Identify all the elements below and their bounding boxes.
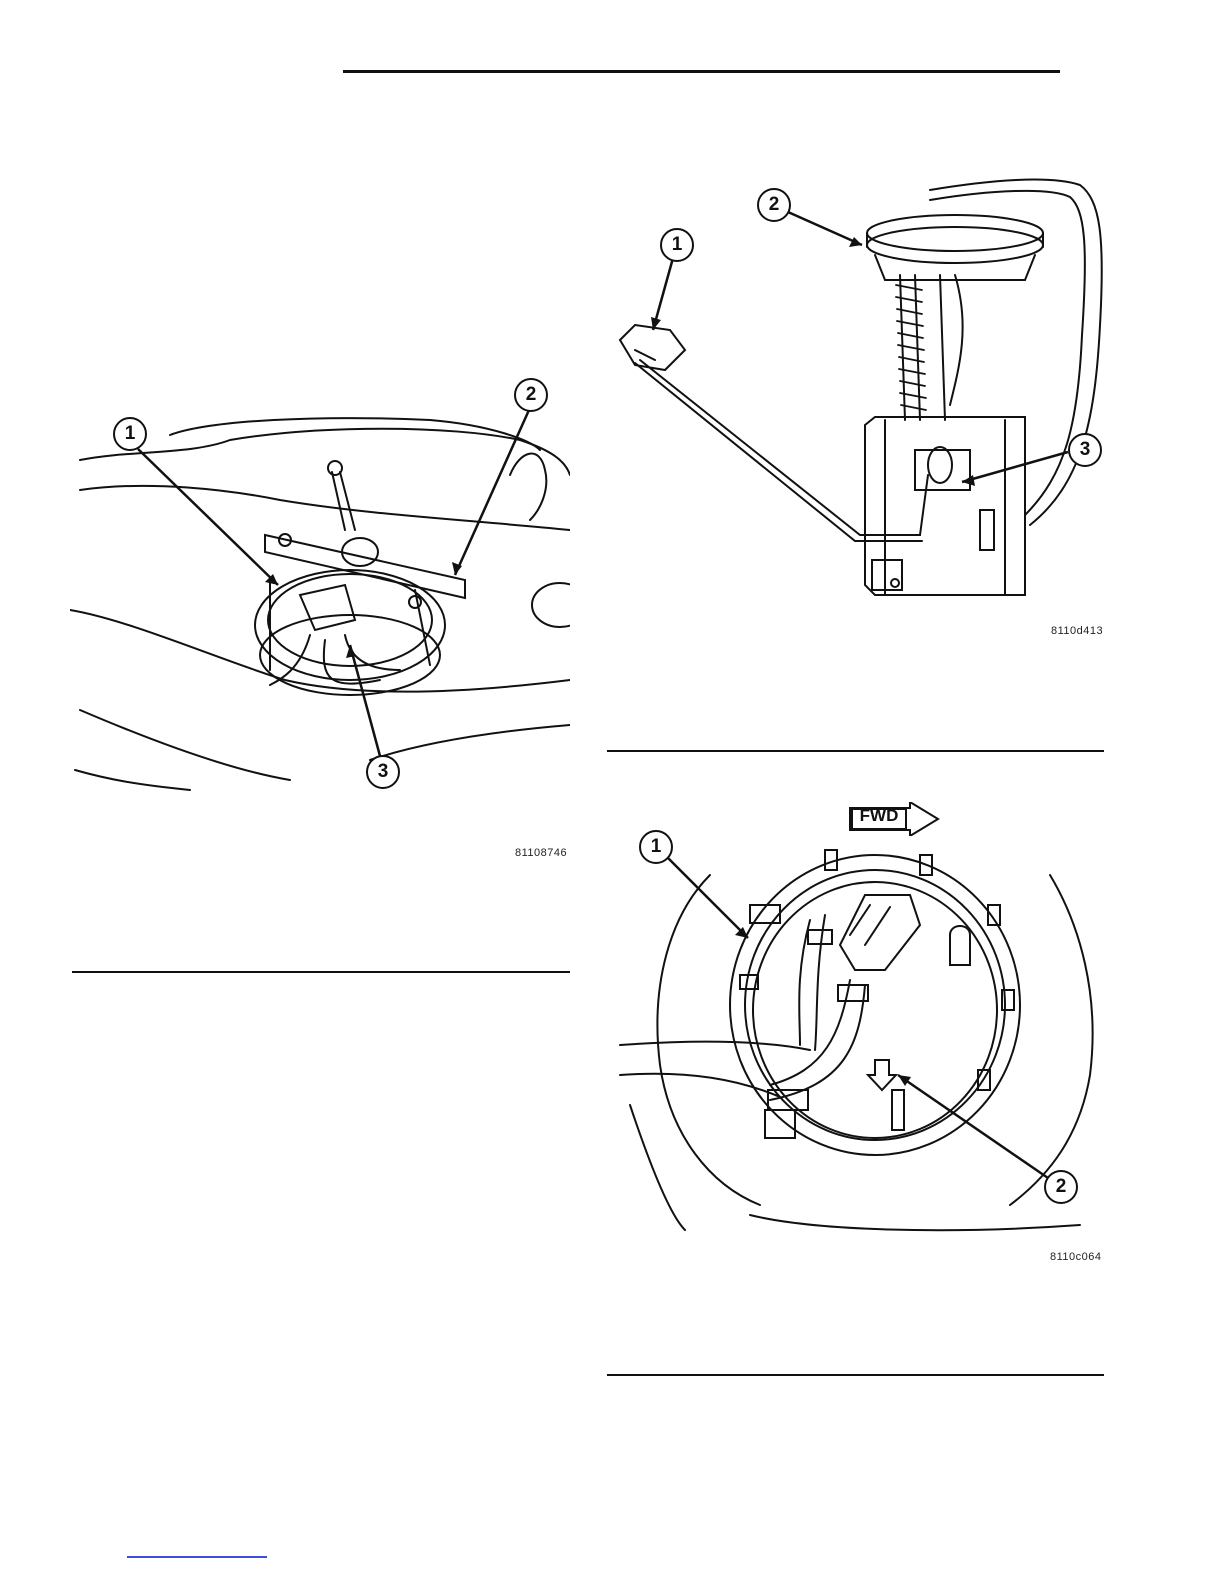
fig3-callout-1: 1 [639, 830, 673, 864]
fig3-id: 8110c064 [1050, 1251, 1102, 1263]
fig3-callout-1-label: 1 [651, 836, 662, 857]
footer-link[interactable] [127, 1556, 267, 1558]
fig3-callout-2-label: 2 [1056, 1176, 1067, 1197]
fig3-bottom-rule [607, 1374, 1104, 1376]
fig3-callout-2: 2 [1044, 1170, 1078, 1204]
